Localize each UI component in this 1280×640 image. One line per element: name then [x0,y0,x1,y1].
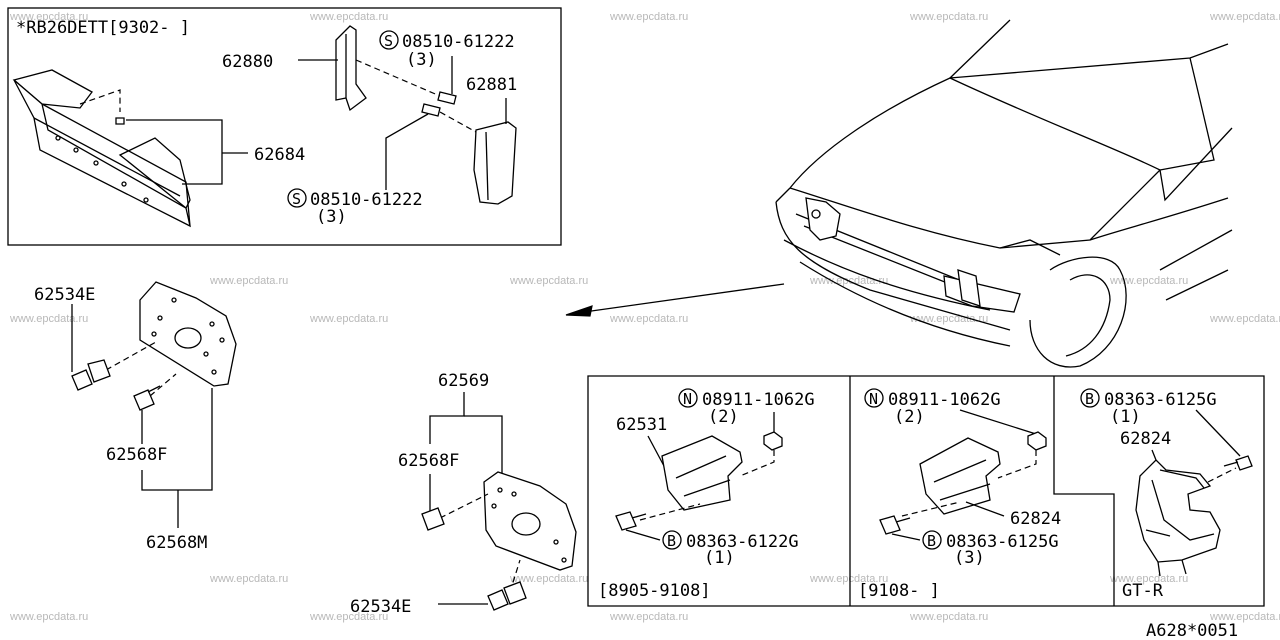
panel-b-nut-symbol: N [869,390,878,408]
label-62824-panel-c: 62824 [1120,429,1171,449]
panel-9108: N 08911-1062G (2) 62824 B 08363-6125G (3… [858,388,1061,601]
watermark-text: www.epcdata.ru [1209,11,1280,23]
panel-a-date: [8905-9108] [598,581,711,601]
bottom-right-panels: N 08911-1062G (2) 62531 B 08363-6122G (1… [587,375,1265,607]
watermark-text: www.epcdata.ru [9,611,88,623]
watermark-text: www.epcdata.ru [909,11,988,23]
panel-b-bolt-number: 08363-6125G [946,532,1059,552]
screw-bottom-symbol: S [292,190,301,208]
screw-bottom-number: 08510-61222 [310,190,423,210]
nut-symbol-icon [864,388,884,408]
diagram-code: A628*0051 [1146,621,1238,640]
panel-a-bolt-symbol: B [667,532,676,550]
rivet-62568f-icon [133,385,161,411]
watermark-text: www.epcdata.ru [609,11,688,23]
label-62684: 62684 [254,145,305,165]
part-62881-drawing [473,121,517,205]
panel-a-bolt-qty: (1) [704,548,735,568]
label-62568f-left: 62568F [106,445,167,465]
watermark-text: www.epcdata.ru [309,611,388,623]
watermark-text: www.epcdata.ru [209,573,288,585]
bolt-icon [615,511,647,531]
part-62880-drawing [335,25,367,112]
watermark-text: www.epcdata.ru [609,313,688,325]
watermark-text: www.epcdata.ru [9,313,88,325]
screw-bottom-qty: (3) [316,207,347,227]
watermark-text: www.epcdata.ru [309,11,388,23]
panel-b-nut-qty: (2) [894,407,925,427]
label-62534e-left: 62534E [34,285,95,305]
nut-symbol-icon [678,388,698,408]
middle-bracket-group: 62569 62568F 62534E [350,371,577,617]
bolt-symbol-icon [662,530,682,550]
clip-62534e-icon [487,581,527,611]
label-62568m: 62568M [146,533,207,553]
panel-b-bolt-qty: (3) [954,548,985,568]
label-62568f-middle: 62568F [398,451,459,471]
panel-c-bolt-number: 08363-6125G [1104,390,1217,410]
rivet-62568f-icon [421,507,445,531]
screw-symbol-icon [287,188,307,208]
rb26dett-inset: *RB26DETT[9302- ] 62684 62880 [7,7,562,246]
part-62684-drawing [12,69,191,228]
watermark-text: www.epcdata.ru [1109,275,1188,287]
watermark-text: www.epcdata.ru [509,275,588,287]
watermark-text: www.epcdata.ru [909,313,988,325]
label-62881: 62881 [466,75,517,95]
inset-frame [7,7,562,246]
panel-b-date: [9108- ] [858,581,940,601]
screw-top-number: 08510-61222 [402,32,515,52]
panel-a-bolt-number: 08363-6122G [686,532,799,552]
panel-a-nut-qty: (2) [708,407,739,427]
bolt-symbol-icon [922,530,942,550]
panel-8905-9108: N 08911-1062G (2) 62531 B 08363-6122G (1… [598,388,815,601]
watermark-text: www.epcdata.ru [309,313,388,325]
panel-c-bolt-qty: (1) [1110,407,1141,427]
screw-top-qty: (3) [406,50,437,70]
panel-a-nut-symbol: N [683,390,692,408]
panel-b-bolt-symbol: B [927,532,936,550]
panel-c-variant: GT-R [1122,581,1164,601]
label-62824-panel-b: 62824 [1010,509,1061,529]
label-62880: 62880 [222,52,273,72]
watermark-text: www.epcdata.ru [909,611,988,623]
bolt-icon [1223,455,1253,471]
watermark-text: www.epcdata.ru [1209,313,1280,325]
engine-label: *RB26DETT[9302- ] [16,18,190,38]
label-62531: 62531 [616,415,667,435]
panel-c-bolt-symbol: B [1085,390,1094,408]
bolt-icon [879,515,911,535]
clip-62534e-icon [71,359,111,391]
watermark-text: www.epcdata.ru [1209,611,1280,623]
panel-b-nut-number: 08911-1062G [888,390,1001,410]
left-bracket-group: 62534E 62568F 62568M [34,281,237,553]
panel-gtr: B 08363-6125G (1) 62824 GT-R [1080,388,1253,601]
watermark-text: www.epcdata.ru [9,11,88,23]
screw-icon [421,91,457,117]
watermark-text: www.epcdata.ru [509,573,588,585]
watermark-text: www.epcdata.ru [209,275,288,287]
bolt-symbol-icon [1080,388,1100,408]
watermark-text: www.epcdata.ru [1109,573,1188,585]
car-front-illustration [565,19,1233,368]
watermark-text: www.epcdata.ru [609,611,688,623]
panel-a-nut-number: 08911-1062G [702,390,815,410]
label-62569: 62569 [438,371,489,391]
screw-top-symbol: S [384,32,393,50]
watermark-text: www.epcdata.ru [809,573,888,585]
label-62534e-middle: 62534E [350,597,411,617]
screw-symbol-icon [379,30,399,50]
